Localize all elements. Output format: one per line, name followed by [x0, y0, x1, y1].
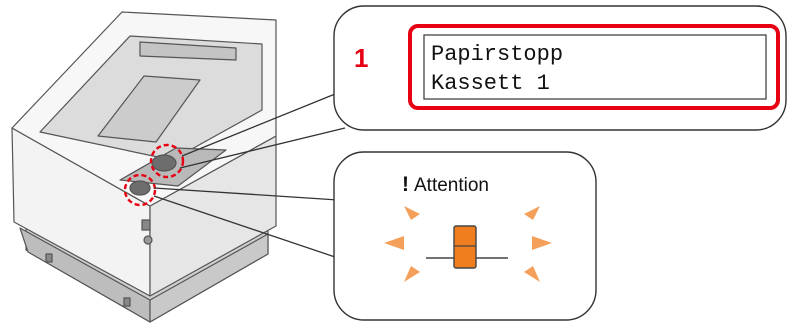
- blink-rays: [384, 206, 552, 282]
- blink-ray-bottom-left: [404, 266, 420, 282]
- panel-display-highlight: [149, 143, 185, 179]
- display-highlight-frame: [408, 24, 780, 110]
- indicator-leader-2: [153, 195, 339, 259]
- blink-ray-top-left: [404, 206, 420, 220]
- blink-ray-right: [532, 236, 552, 250]
- panel-indicator-highlight: [123, 173, 157, 207]
- lcd-screen: [423, 34, 767, 100]
- callout-leaders: [153, 91, 346, 259]
- callout-number: 1: [354, 43, 368, 73]
- attention-callout: ! Attention: [333, 151, 597, 321]
- attention-mark: !: [402, 173, 409, 196]
- printer: [11, 11, 277, 323]
- paper-stopper: [97, 75, 201, 143]
- lcd-line-1: Papirstopp: [431, 42, 563, 67]
- lcd-line-2: Kassett 1: [431, 71, 550, 96]
- display-callout: 1 Papirstopp Kassett 1: [333, 5, 787, 131]
- indicator-leader: [153, 187, 339, 201]
- attention-indicator: [453, 225, 477, 269]
- blink-ray-bottom-right: [524, 266, 540, 282]
- display-leader-2: [179, 127, 346, 169]
- blink-ray-left: [384, 236, 404, 250]
- attention-label: Attention: [414, 175, 489, 196]
- blink-ray-top-right: [524, 206, 540, 220]
- usb-port: [141, 219, 151, 231]
- panel-indicator: [129, 180, 151, 196]
- power-button: [143, 235, 153, 245]
- panel-display: [151, 154, 177, 172]
- display-leader: [181, 91, 341, 157]
